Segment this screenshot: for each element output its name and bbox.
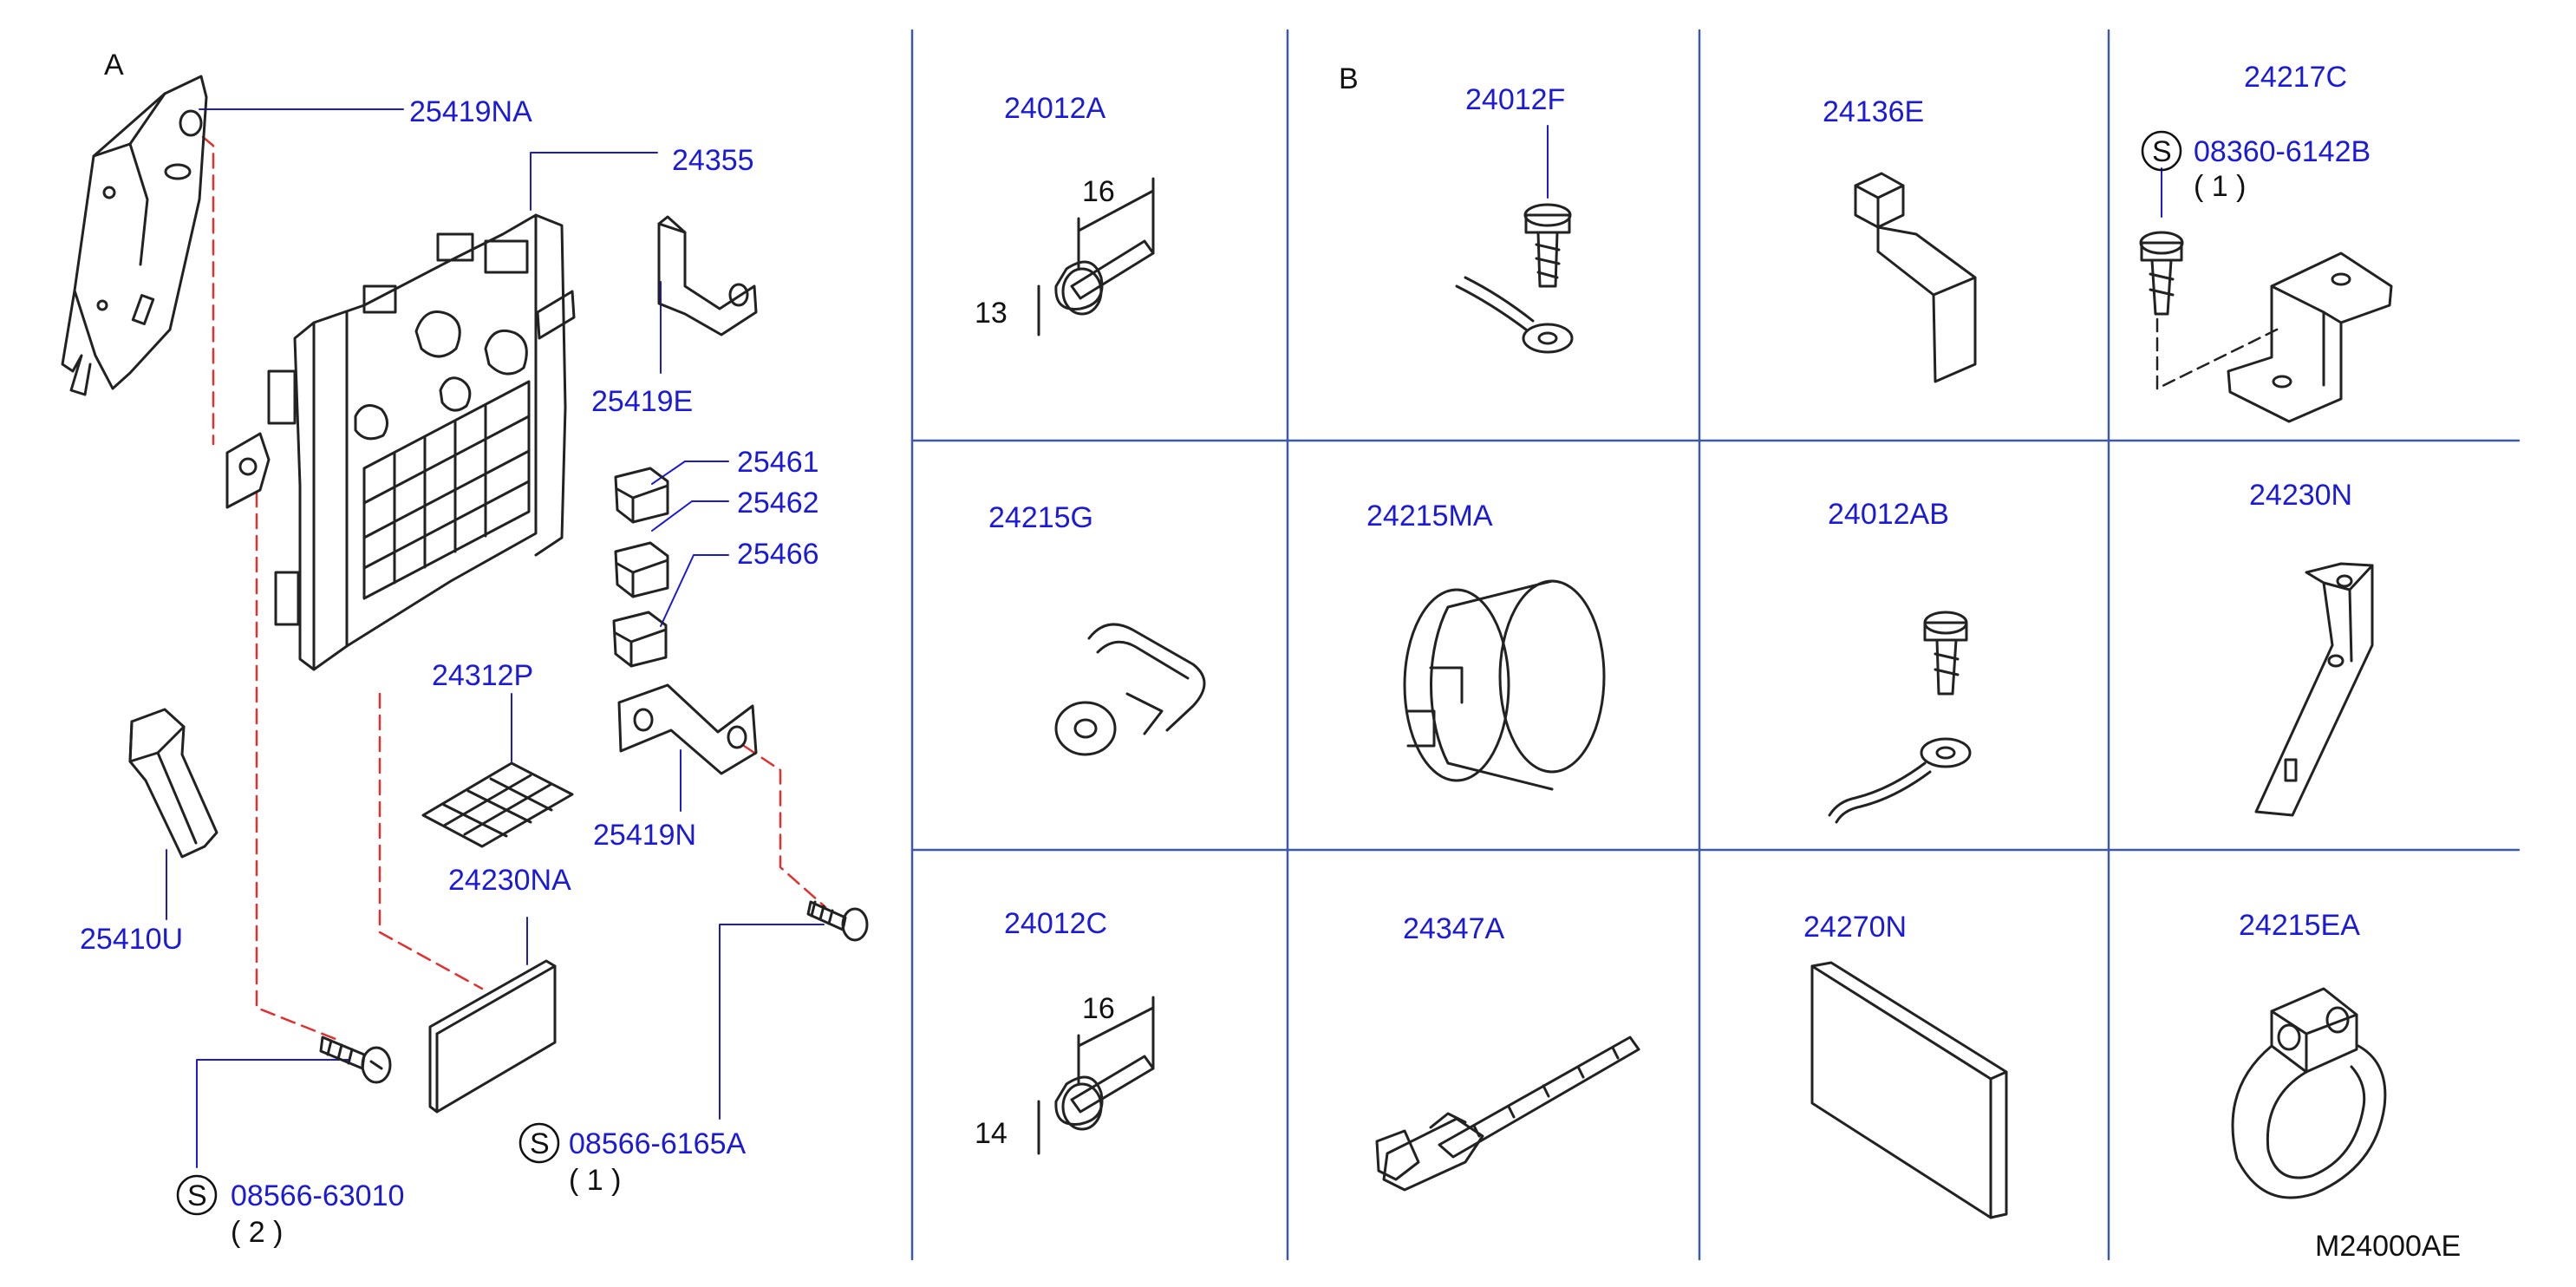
cable-tie-24347A-drawing <box>1375 1035 1640 1192</box>
part-label-24312P[interactable]: 24312P <box>432 659 534 692</box>
label-sheet-24312P-drawing <box>421 761 574 848</box>
part-label-25462[interactable]: 25462 <box>737 487 819 519</box>
diagram-reference-code: M24000AE <box>2315 1230 2462 1263</box>
qty-08566-63010: ( 2 ) <box>231 1216 284 1249</box>
part-label-08566-6165A[interactable]: 08566-6165A <box>569 1127 747 1160</box>
grid-lines <box>910 29 2521 1261</box>
s-circle-3 <box>2141 130 2182 172</box>
bracket-25419E-drawing <box>657 215 758 336</box>
clip-24215G-drawing <box>1054 623 1206 756</box>
part-label-24012C[interactable]: 24012C <box>1004 907 1108 940</box>
s-circle-2 <box>176 1174 218 1216</box>
dashed-guide-bolt <box>2155 317 2282 390</box>
fuse-drawings <box>612 467 669 668</box>
section-b-marker: B <box>1339 62 1359 95</box>
qty-08566-6165A: ( 1 ) <box>569 1164 622 1197</box>
pad-24230NA-drawing <box>428 959 557 1114</box>
bolt-24012C-drawing <box>1037 996 1155 1155</box>
part-label-24215G[interactable]: 24215G <box>988 501 1093 534</box>
part-label-24230N[interactable]: 24230N <box>2249 479 2353 512</box>
block-25410U-drawing <box>128 708 218 859</box>
bracket-25419NA-drawing <box>61 75 208 396</box>
grommet-24215MA-drawing <box>1403 579 1606 791</box>
strip-24230N-drawing <box>2254 562 2374 817</box>
dashed-guides <box>201 135 827 1042</box>
bracket-24136E-drawing <box>1854 172 1977 383</box>
part-label-24355[interactable]: 24355 <box>672 144 754 177</box>
part-label-24270N[interactable]: 24270N <box>1803 911 1908 944</box>
part-label-08360-6142B[interactable]: 08360-6142B <box>2194 135 2371 168</box>
bolt-24012AB-drawing <box>1828 611 1972 824</box>
bolt-24012F-drawing <box>1455 203 1574 354</box>
bracket-25419N-drawing <box>617 683 758 775</box>
part-label-24012F[interactable]: 24012F <box>1465 83 1566 116</box>
part-label-25419N[interactable]: 25419N <box>593 819 697 852</box>
part-label-25461[interactable]: 25461 <box>737 446 819 479</box>
s-mark-1: S <box>530 1127 550 1160</box>
screw-08566-63010-drawing <box>319 1035 392 1084</box>
part-label-24215EA[interactable]: 24215EA <box>2239 909 2360 942</box>
bolt-24012A-drawing <box>1037 177 1155 336</box>
bracket-24217C-drawing <box>2139 231 2393 423</box>
screw-08566-6165A-drawing <box>806 900 869 942</box>
part-label-25419E[interactable]: 25419E <box>591 385 694 418</box>
fuse-box-24355-drawing <box>225 213 576 671</box>
dim-dia-24012A: 13 <box>975 297 1008 330</box>
qty-08360-6142B: ( 1 ) <box>2194 170 2247 203</box>
part-label-08566-63010[interactable]: 08566-63010 <box>231 1179 405 1212</box>
part-label-24136E[interactable]: 24136E <box>1823 95 1925 128</box>
part-label-25410U[interactable]: 25410U <box>80 923 184 956</box>
part-label-24347A[interactable]: 24347A <box>1403 912 1505 945</box>
part-label-25419NA[interactable]: 25419NA <box>409 95 532 128</box>
part-label-24230NA[interactable]: 24230NA <box>448 864 571 897</box>
dim-length-24012A: 16 <box>1082 175 1115 208</box>
part-label-24217C[interactable]: 24217C <box>2244 61 2348 94</box>
part-label-24215MA[interactable]: 24215MA <box>1366 500 1493 532</box>
pad-24270N-drawing <box>1810 961 2008 1219</box>
part-label-25466[interactable]: 25466 <box>737 538 819 571</box>
part-label-24012A[interactable]: 24012A <box>1004 92 1106 125</box>
s-circle-1 <box>518 1122 560 1164</box>
s-mark-3: S <box>2152 135 2172 168</box>
s-mark-2: S <box>187 1179 207 1212</box>
dim-length-24012C: 16 <box>1082 992 1115 1025</box>
section-a-marker: A <box>104 49 124 82</box>
part-label-24012AB[interactable]: 24012AB <box>1828 498 1949 531</box>
leader-lines <box>166 108 2162 1168</box>
dim-dia-24012C: 14 <box>975 1117 1008 1150</box>
clamp-24215EA-drawing <box>2231 987 2387 1199</box>
